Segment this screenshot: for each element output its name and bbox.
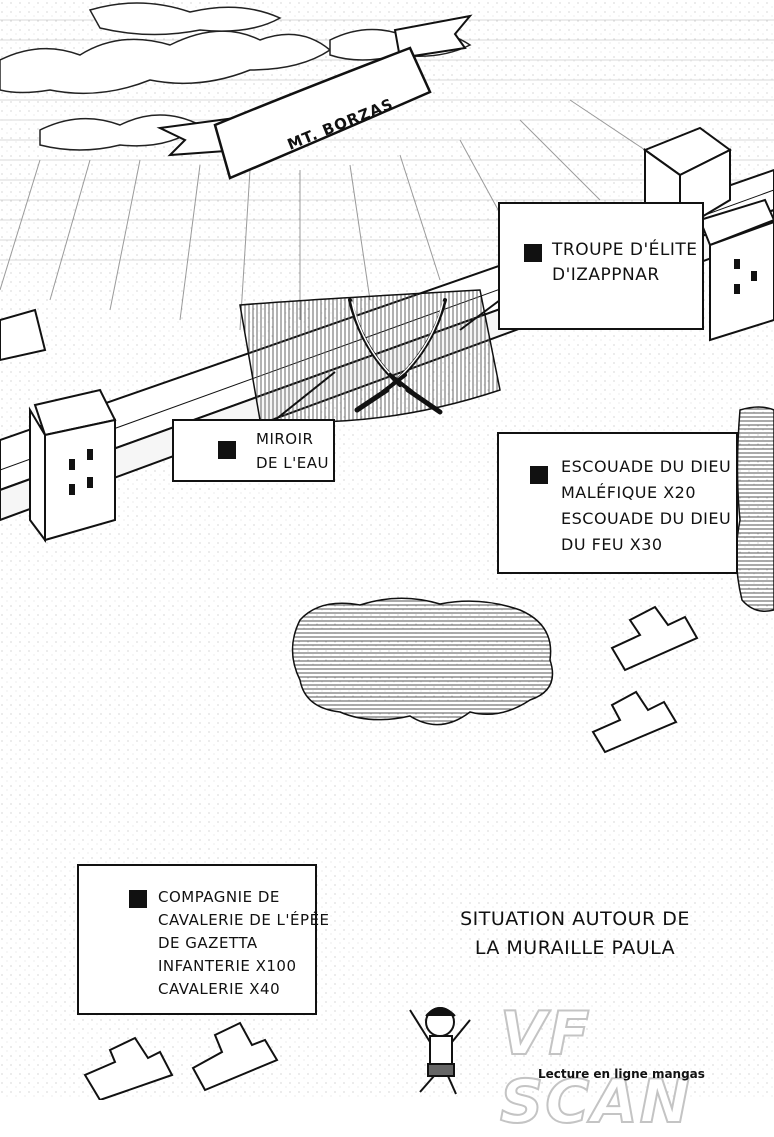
label-line: CAVALERIE DE L'ÉPÉE bbox=[158, 911, 330, 929]
caption-line: LA MURAILLE PAULA bbox=[474, 937, 676, 959]
hatched-terrain-right bbox=[735, 406, 774, 612]
left-tower bbox=[0, 308, 117, 543]
mascot-character bbox=[409, 1007, 471, 1095]
clouds bbox=[0, 2, 472, 151]
label-line: CAVALERIE X40 bbox=[158, 980, 281, 998]
label-line: TROUPE D'ÉLITE bbox=[552, 240, 698, 260]
label-line: DE GAZETTA bbox=[158, 934, 258, 952]
pointer-line bbox=[459, 299, 501, 331]
label-line: DE L'EAU bbox=[256, 454, 329, 472]
crossed-swords-icon bbox=[348, 298, 447, 415]
label-bullet-icon bbox=[129, 890, 147, 908]
mountain-slopes bbox=[0, 99, 661, 331]
unit-block-icon bbox=[83, 605, 699, 1100]
label-gazetta-company: COMPAGNIE DE CAVALERIE DE L'ÉPÉE DE GAZE… bbox=[77, 864, 329, 1015]
label-bullet-icon bbox=[524, 244, 542, 262]
label-line: DU FEU X30 bbox=[561, 535, 663, 554]
label-line: MIROIR bbox=[256, 430, 314, 448]
label-line: ESCOUADE DU DIEU bbox=[561, 457, 732, 476]
label-line: D'IZAPPNAR bbox=[552, 265, 660, 285]
map-caption: SITUATION AUTOUR DE LA MURAILLE PAULA bbox=[445, 905, 705, 963]
label-elite-troop: TROUPE D'ÉLITE D'IZAPPNAR bbox=[498, 202, 704, 330]
label-line: COMPAGNIE DE bbox=[158, 888, 280, 906]
hatched-terrain-center bbox=[291, 597, 554, 726]
label-bullet-icon bbox=[218, 441, 236, 459]
label-water-mirror: MIROIR DE L'EAU bbox=[172, 419, 335, 482]
pointer-line bbox=[274, 371, 336, 421]
watermark-subtitle: Lecture en ligne mangas bbox=[538, 1067, 705, 1081]
label-line: INFANTERIE X100 bbox=[158, 957, 297, 975]
caption-line: SITUATION AUTOUR DE bbox=[460, 908, 690, 930]
label-bullet-icon bbox=[530, 466, 548, 484]
label-line: MALÉFIQUE X20 bbox=[561, 483, 697, 502]
label-line: ESCOUADE DU DIEU bbox=[561, 509, 732, 528]
label-god-squads: ESCOUADE DU DIEU MALÉFIQUE X20 ESCOUADE … bbox=[497, 432, 738, 574]
